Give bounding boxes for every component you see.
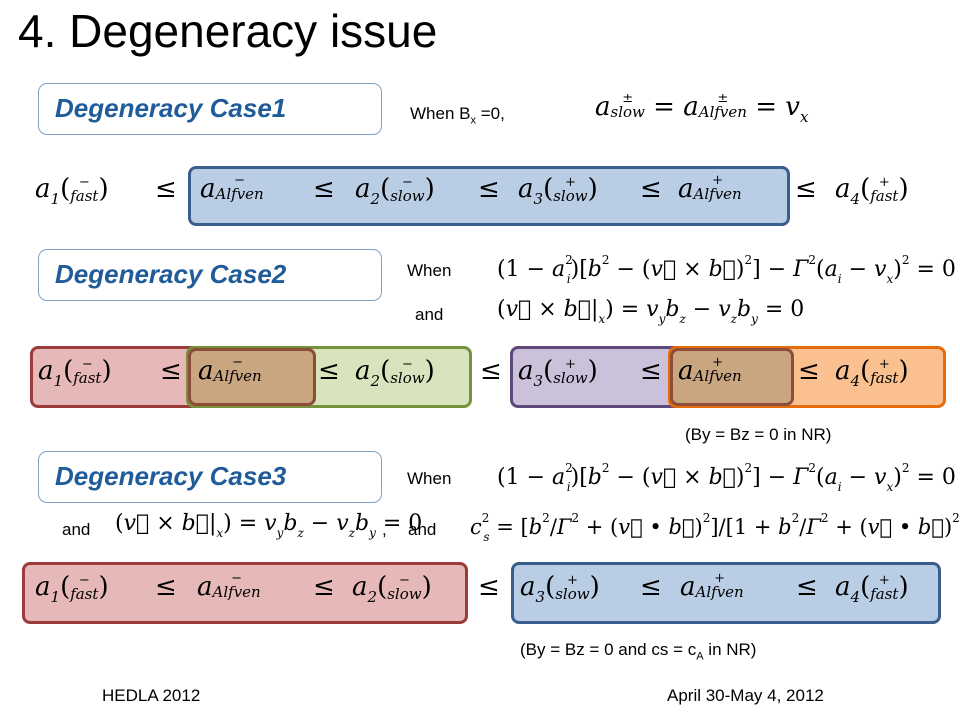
case3-and-equation-2: c2s = [b2/Γ2 + (v⃗ • b⃗)2]/[1 + b2/Γ2 + … xyxy=(470,511,960,544)
case2-a2-slow: a2(−slow) xyxy=(355,356,435,390)
case2-a-alfven-plus: a+Alfven xyxy=(678,355,742,386)
case1-leq-4: ≤ xyxy=(640,174,662,204)
case2-leq-1: ≤ xyxy=(160,356,182,386)
case1-leq-5: ≤ xyxy=(795,174,817,204)
case2-a4-fast: a4(+fast) xyxy=(835,356,909,390)
case3-red-group xyxy=(22,562,468,624)
footer-date: April 30-May 4, 2012 xyxy=(667,686,824,705)
case3-leq-4: ≤ xyxy=(640,572,662,602)
case1-a1-fast: a1(−fast) xyxy=(35,174,109,208)
page-title: 4. Degeneracy issue xyxy=(18,5,438,57)
case3-a-alfven-minus: a−Alfven xyxy=(197,571,261,602)
case1-degenerate-group xyxy=(188,166,790,226)
case3-and-label-2: and xyxy=(408,520,437,539)
case2-overlap-left xyxy=(188,348,316,406)
case2-leq-5: ≤ xyxy=(798,356,820,386)
case2-note: (By = Bz = 0 in NR) xyxy=(685,425,832,444)
case2-when-label: When xyxy=(407,261,452,280)
case3-leq-3: ≤ xyxy=(478,572,500,602)
case3-a3-slow: a3(+slow) xyxy=(520,572,600,606)
case3-and-label-1: and xyxy=(62,520,91,539)
case3-a1-fast: a1(−fast) xyxy=(35,572,109,606)
case3-leq-1: ≤ xyxy=(155,572,177,602)
case3-leq-2: ≤ xyxy=(313,572,335,602)
case3-and-equation-1: (v⃗ × b⃗|x) = vybz − vzby = 0 xyxy=(115,511,423,540)
case3-label-box: Degeneracy Case3 xyxy=(38,451,382,503)
case3-leq-5: ≤ xyxy=(796,572,818,602)
case1-leq-3: ≤ xyxy=(478,174,500,204)
case2-leq-4: ≤ xyxy=(640,356,662,386)
case1-a-alfven-minus: a−Alfven xyxy=(200,173,264,204)
case1-a2-slow: a2(−slow) xyxy=(355,174,435,208)
case3-comma: , xyxy=(382,520,387,539)
case2-a1-fast: a1(−fast) xyxy=(38,356,112,390)
case1-condition-equation: a±slow = a±Alfven = vx xyxy=(595,91,809,126)
case1-label: Degeneracy Case1 xyxy=(55,93,287,123)
case3-a4-fast: a4(+fast) xyxy=(835,572,909,606)
case2-label-box: Degeneracy Case2 xyxy=(38,249,382,301)
case2-leq-2: ≤ xyxy=(318,356,340,386)
case1-condition: When Bx =0, xyxy=(410,104,505,127)
case2-label: Degeneracy Case2 xyxy=(55,259,287,289)
case1-leq-1: ≤ xyxy=(155,174,177,204)
case2-leq-3: ≤ xyxy=(480,356,502,386)
case3-when-label: When xyxy=(407,469,452,488)
case2-and-equation: (v⃗ × b⃗|x) = vybz − vzby = 0 xyxy=(497,297,805,326)
case3-a-alfven-plus: a+Alfven xyxy=(680,571,744,602)
case3-when-equation: (1 − a2i)[b2 − (v⃗ × b⃗)2] − Γ2(ai − vx)… xyxy=(497,461,956,494)
footer-conference: HEDLA 2012 xyxy=(102,686,201,705)
case2-a3-slow: a3(+slow) xyxy=(518,356,598,390)
case1-a3-slow: a3(+slow) xyxy=(518,174,598,208)
case2-overlap-right xyxy=(670,348,794,406)
case3-a2-slow: a2(−slow) xyxy=(352,572,432,606)
case3-blue-group xyxy=(511,562,941,624)
case1-a-alfven-plus: a+Alfven xyxy=(678,173,742,204)
case3-label: Degeneracy Case3 xyxy=(55,461,287,491)
case2-a-alfven-minus: a−Alfven xyxy=(198,355,262,386)
case1-leq-2: ≤ xyxy=(313,174,335,204)
case1-a4-fast: a4(+fast) xyxy=(835,174,909,208)
case1-label-box: Degeneracy Case1 xyxy=(38,83,382,135)
case2-when-equation: (1 − a2i)[b2 − (v⃗ × b⃗)2] − Γ2(ai − vx)… xyxy=(497,253,956,286)
case2-and-label: and xyxy=(415,305,444,324)
case3-note: (By = Bz = 0 and cs = cA in NR) xyxy=(520,640,757,663)
